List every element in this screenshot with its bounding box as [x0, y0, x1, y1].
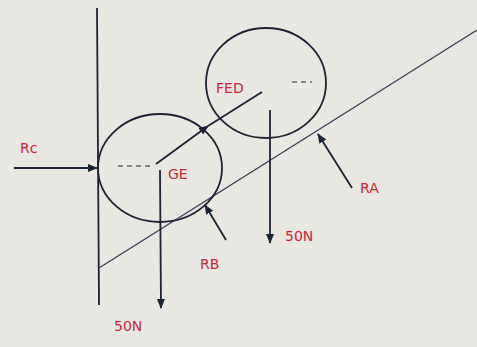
incline — [99, 30, 477, 268]
upper-cylinder — [206, 28, 326, 138]
reaction-b-arrow — [205, 205, 226, 240]
weight-upper-arrow — [269, 110, 271, 243]
reaction-label: Rc — [18, 140, 39, 156]
reaction-a-arrow — [318, 134, 352, 188]
reaction-c-arrow — [14, 167, 97, 169]
force-label: FED — [214, 80, 246, 96]
reaction-label: RB — [198, 256, 221, 272]
center-dash — [118, 165, 150, 166]
reaction-label: RA — [358, 180, 381, 196]
point-label: GE — [166, 166, 190, 182]
weight-lower-arrow — [160, 170, 161, 308]
center-dash — [292, 81, 312, 82]
contact-force-arrow — [156, 126, 208, 164]
weight-label: 50N — [112, 318, 144, 334]
weight-label: 50N — [283, 228, 315, 244]
contact-line — [208, 92, 262, 126]
